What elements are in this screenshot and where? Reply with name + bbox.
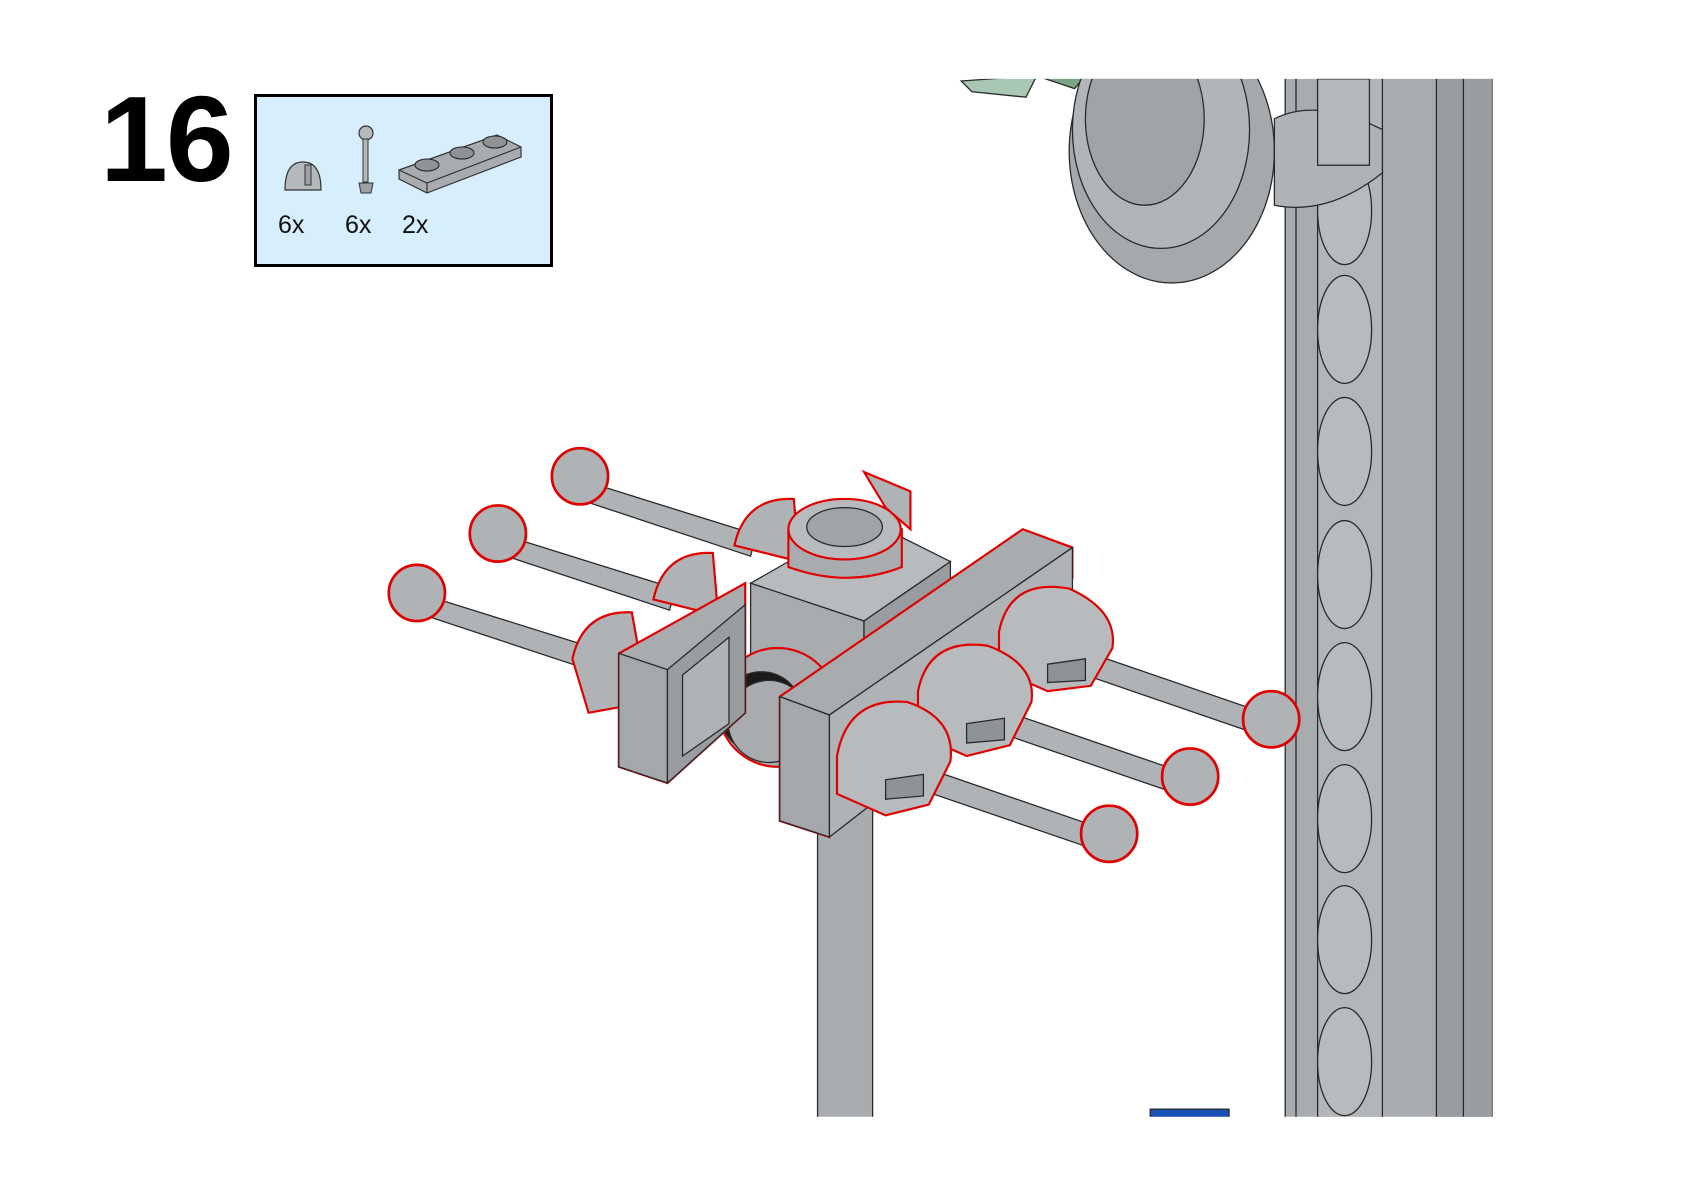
column-studs <box>1316 155 1373 1117</box>
plate-1x3-left <box>617 581 747 785</box>
parts-list-box: 6x 6x 2x <box>254 94 553 267</box>
part-quantity: 2x <box>402 211 429 239</box>
parts-illustrations <box>284 125 522 194</box>
blue-piece <box>1149 1108 1230 1117</box>
round-tile-with-clip-icon <box>284 161 322 191</box>
bar-with-ball-icon <box>358 125 374 194</box>
round-disc <box>1068 78 1276 284</box>
bars-with-balls-right <box>835 585 1301 864</box>
vertical-pole <box>816 798 874 1117</box>
green-piece <box>959 78 1084 98</box>
step-number: 16 <box>100 71 234 207</box>
vertical-column <box>1273 78 1493 1117</box>
part-quantity: 6x <box>278 211 305 239</box>
plate-1x3-icon <box>398 134 522 194</box>
part-quantity: 6x <box>345 211 372 239</box>
